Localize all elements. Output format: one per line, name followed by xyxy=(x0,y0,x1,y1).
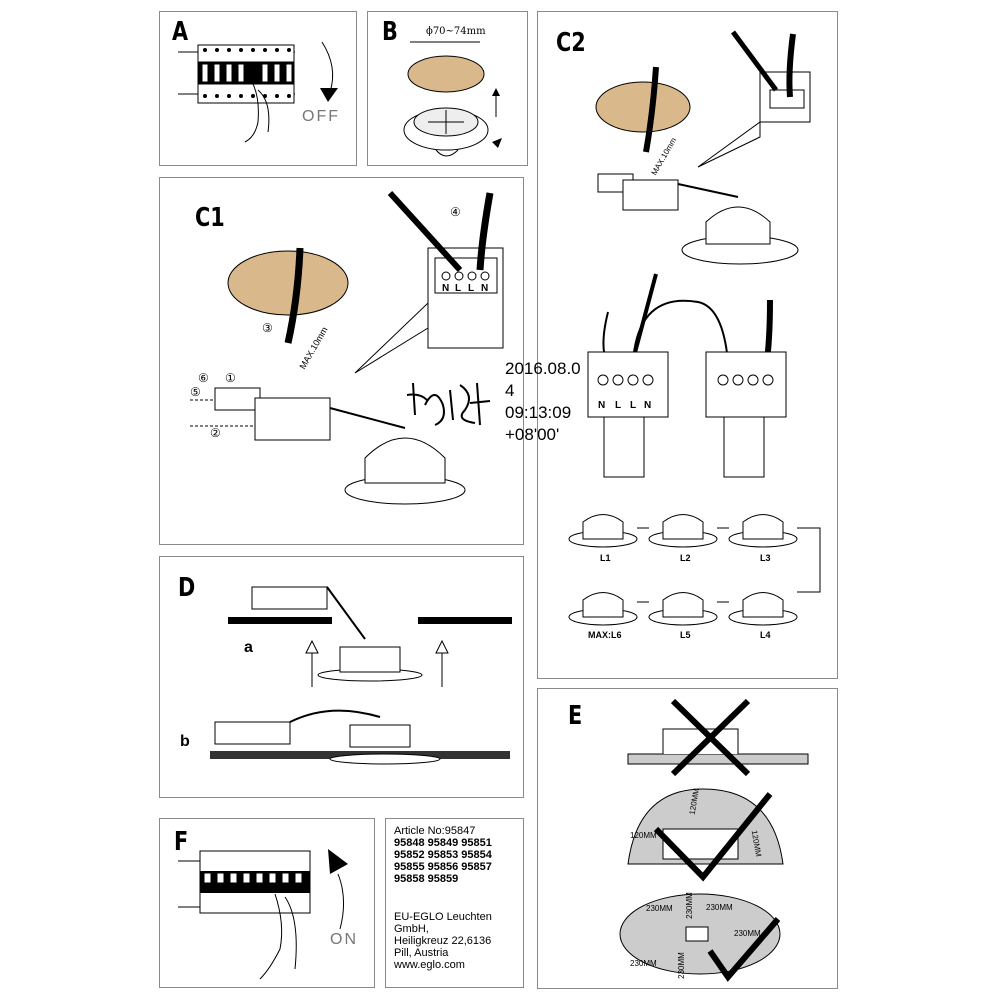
stamp-timezone: +08'00' xyxy=(505,425,560,444)
spacing-illustration xyxy=(619,698,809,982)
c1-terminal-l1: L xyxy=(455,283,462,294)
c1-step-6: ⑥ xyxy=(198,371,209,385)
c2-terminal-l1: L xyxy=(615,400,622,411)
panel-d-letter: D xyxy=(178,573,196,603)
panel-f-letter: F xyxy=(174,827,189,857)
panel-e: E 120MM 120MM 120MM 230MM 230MM 230MM 23… xyxy=(537,688,838,989)
c1-step-4: ④ xyxy=(450,205,461,219)
c1-terminal-n1: N xyxy=(442,283,450,294)
stamp-date: 2016.08.0 xyxy=(505,359,581,378)
ceiling-cutout-illustration xyxy=(403,41,502,157)
c2-chain-l1: L1 xyxy=(600,553,611,563)
off-label: OFF xyxy=(302,108,340,125)
c2-terminal-n1: N xyxy=(598,400,606,411)
panel-a: A OFF xyxy=(159,11,357,166)
company-name-2: GmbH, xyxy=(394,923,429,935)
c1-step-2: ② xyxy=(210,426,221,440)
c2-chain-l3: L3 xyxy=(760,553,771,563)
company-name-1: EU-EGLO Leuchten xyxy=(394,911,492,923)
c2-terminal-n2: N xyxy=(644,400,652,411)
stamp-time: 09:13:09 xyxy=(505,403,572,422)
article-row-3: 95855 95856 95857 xyxy=(394,861,492,873)
panel-c2: C2 MA xyxy=(537,11,838,679)
wiring-diagram-c1 xyxy=(190,190,504,505)
panel-b-letter: B xyxy=(382,17,398,47)
panel-e-letter: E xyxy=(568,701,583,731)
c1-terminal-l2: L xyxy=(468,283,475,294)
c1-step-1: ① xyxy=(225,371,236,385)
company-address-2: Pill, Austria xyxy=(394,947,449,959)
stamp-date-cont: 4 xyxy=(505,381,515,400)
breaker-switch-on-illustration xyxy=(178,849,348,980)
sub-a-label: a xyxy=(244,639,253,656)
panel-b: B ϕ70~74mm xyxy=(367,11,528,166)
c2-chain-l6: MAX:L6 xyxy=(588,630,622,640)
article-row-4: 95858 95859 xyxy=(394,873,459,885)
article-row-2: 95852 95853 95854 xyxy=(394,849,492,861)
c1-step-5: ⑤ xyxy=(190,385,201,399)
info-text: Article No:95847 95848 95849 95851 95852… xyxy=(394,825,492,971)
e-dist-9: 230MM xyxy=(676,952,686,979)
e-dist-5: 230MM xyxy=(684,892,694,919)
sub-b-label: b xyxy=(180,733,190,750)
c1-terminal-n2: N xyxy=(481,283,489,294)
article-number: Article No:95847 xyxy=(394,825,476,837)
panel-f: F ON xyxy=(159,818,375,988)
company-website: www.eglo.com xyxy=(394,959,465,971)
on-label: ON xyxy=(330,931,358,948)
c2-chain-l4: L4 xyxy=(760,630,771,640)
e-dist-4: 230MM xyxy=(646,904,673,913)
e-dist-2: 120MM xyxy=(630,831,657,840)
panel-a-letter: A xyxy=(172,17,189,47)
breaker-switch-off-illustration xyxy=(178,41,338,143)
c1-step-3: ③ xyxy=(262,321,273,335)
article-row-1: 95848 95849 95851 xyxy=(394,837,492,849)
timestamp-stamp: 2016.08.0 4 09:13:09 +08'00' xyxy=(505,358,581,446)
c2-terminal-l2: L xyxy=(630,400,637,411)
c2-chain-l5: L5 xyxy=(680,630,691,640)
cutout-diameter-label: ϕ70~74mm xyxy=(426,26,486,37)
company-address-1: Heiligkreuz 22,6136 xyxy=(394,935,492,947)
panel-c1-letter: C1 xyxy=(195,203,225,233)
handwritten-signature xyxy=(406,382,491,426)
panel-c1: C1 MAX.10mm N L L N ③ ④ ⑤ ⑥ ① ② xyxy=(159,177,524,545)
panel-d: D a b xyxy=(159,556,524,798)
e-dist-7: 230MM xyxy=(734,929,761,938)
e-dist-8: 230MM xyxy=(630,959,657,968)
wiring-diagram-c2 xyxy=(568,30,821,626)
panel-c2-letter: C2 xyxy=(556,28,586,58)
installation-illustration xyxy=(210,586,512,765)
article-info-box: Article No:95847 95848 95849 95851 95852… xyxy=(385,818,524,988)
e-dist-6: 230MM xyxy=(706,903,733,912)
c2-chain-l2: L2 xyxy=(680,553,691,563)
